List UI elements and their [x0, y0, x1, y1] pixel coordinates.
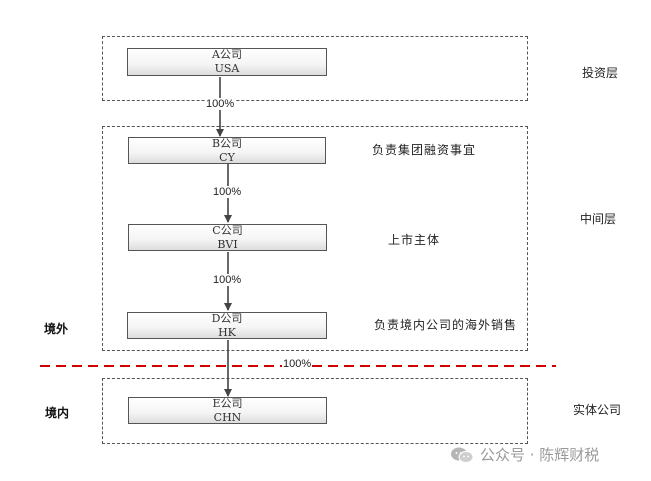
note-company-b: 负责集团融资事宜	[372, 143, 477, 157]
company-d-name: D公司	[211, 311, 243, 325]
region-inside-label: 境内	[45, 406, 70, 420]
intermediate-layer-box	[102, 126, 528, 351]
investment-layer-box	[102, 36, 528, 101]
company-node-a[interactable]: A公司 USA	[127, 48, 327, 76]
ownership-c-d: 100%	[212, 274, 243, 286]
investment-layer-label: 投资层	[582, 66, 619, 80]
entity-layer-label: 实体公司	[573, 403, 622, 417]
wechat-icon	[451, 447, 474, 463]
company-b-name: B公司	[211, 136, 243, 150]
company-d-code: HK	[218, 325, 236, 339]
company-c-code: BVI	[217, 237, 238, 251]
company-a-name: A公司	[212, 48, 242, 61]
note-company-d: 负责境内公司的海外销售	[374, 318, 518, 332]
company-a-code: USA	[214, 62, 240, 75]
ownership-d-e: 100%	[282, 358, 313, 370]
ownership-a-b: 100%	[205, 98, 236, 110]
entity-layer-box	[102, 378, 528, 444]
company-c-name: C公司	[212, 223, 243, 237]
company-node-d[interactable]: D公司 HK	[127, 312, 327, 339]
company-node-e[interactable]: E公司 CHN	[128, 397, 327, 424]
note-company-c: 上市主体	[388, 233, 441, 247]
intermediate-layer-label: 中间层	[580, 212, 617, 226]
ownership-b-c: 100%	[212, 186, 243, 198]
watermark: 公众号 · 陈辉财税	[450, 444, 599, 465]
company-b-code: CY	[219, 150, 235, 164]
watermark-text: 公众号 · 陈辉财税	[480, 446, 600, 464]
company-node-b[interactable]: B公司 CY	[128, 137, 326, 164]
region-outside-label: 境外	[44, 322, 69, 336]
company-e-name: E公司	[212, 396, 243, 410]
company-node-c[interactable]: C公司 BVI	[128, 224, 327, 251]
company-e-code: CHN	[213, 410, 242, 424]
